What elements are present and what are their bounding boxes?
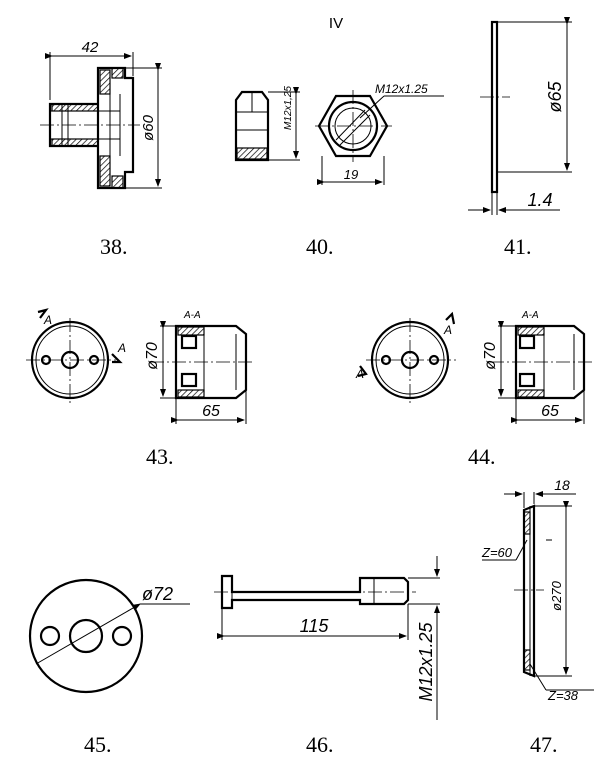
figure-46-stud: 115 M12x1.25	[214, 556, 440, 720]
section-label: IV	[329, 15, 343, 32]
fig44-dim-diameter: ø70	[482, 342, 499, 370]
fig43-dim-diameter: ø70	[144, 342, 161, 370]
fig44-section-mark-top: A	[443, 323, 452, 337]
fig43-dim-length: 65	[202, 403, 220, 420]
fig40-dim-thread-front: M12x1.25	[375, 82, 428, 96]
fig44-section-label: A-A	[521, 310, 539, 321]
fig38-dim-diameter: ø60	[140, 114, 157, 141]
figure-47-number: 47.	[530, 732, 558, 757]
figure-44-cover: A A A-A ø70 65	[355, 310, 592, 424]
figure-41-thin-disc: ø65 1.4	[468, 17, 572, 215]
fig41-dim-thickness: 1.4	[527, 190, 552, 210]
figure-47-gear-disc: 18 Z=60 ø270 Z=38	[481, 477, 594, 703]
figure-43-cover: A A A-A ø70 65	[26, 308, 254, 424]
fig47-teeth-outer: Z=60	[481, 545, 513, 560]
figure-44-number: 44.	[468, 444, 496, 469]
figure-45-number: 45.	[84, 732, 112, 757]
fig44-section-mark-bottom: A	[355, 367, 364, 381]
fig43-section-label: A-A	[183, 310, 201, 321]
fig47-dim-diameter: ø270	[549, 580, 564, 610]
figure-38-flanged-bushing: 42 ø60	[40, 39, 162, 190]
fig38-dim-length: 42	[82, 39, 99, 56]
fig40-dim-width: 19	[344, 167, 358, 182]
figure-45-plate: ø72	[28, 578, 190, 694]
figure-40-number: 40.	[306, 234, 334, 259]
fig46-dim-length: 115	[300, 616, 330, 636]
fig40-dim-thread-side: M12x1,25	[283, 86, 294, 130]
figure-38-number: 38.	[100, 234, 128, 259]
fig47-dim-width: 18	[554, 477, 570, 493]
figure-43-number: 43.	[146, 444, 174, 469]
fig44-dim-length: 65	[541, 403, 559, 420]
figure-40-hex-nut: M12x1,25 M12x1.25 19	[234, 82, 444, 185]
fig43-section-mark-top: A	[43, 313, 52, 327]
fig43-section-mark-bottom: A	[117, 341, 126, 355]
fig45-dim-diameter: ø72	[142, 584, 173, 604]
fig41-dim-diameter: ø65	[545, 81, 565, 113]
fig46-dim-thread: M12x1.25	[416, 621, 436, 701]
figure-46-number: 46.	[306, 732, 334, 757]
figure-41-number: 41.	[504, 234, 532, 259]
fig47-teeth-inner: Z=38	[547, 688, 579, 703]
